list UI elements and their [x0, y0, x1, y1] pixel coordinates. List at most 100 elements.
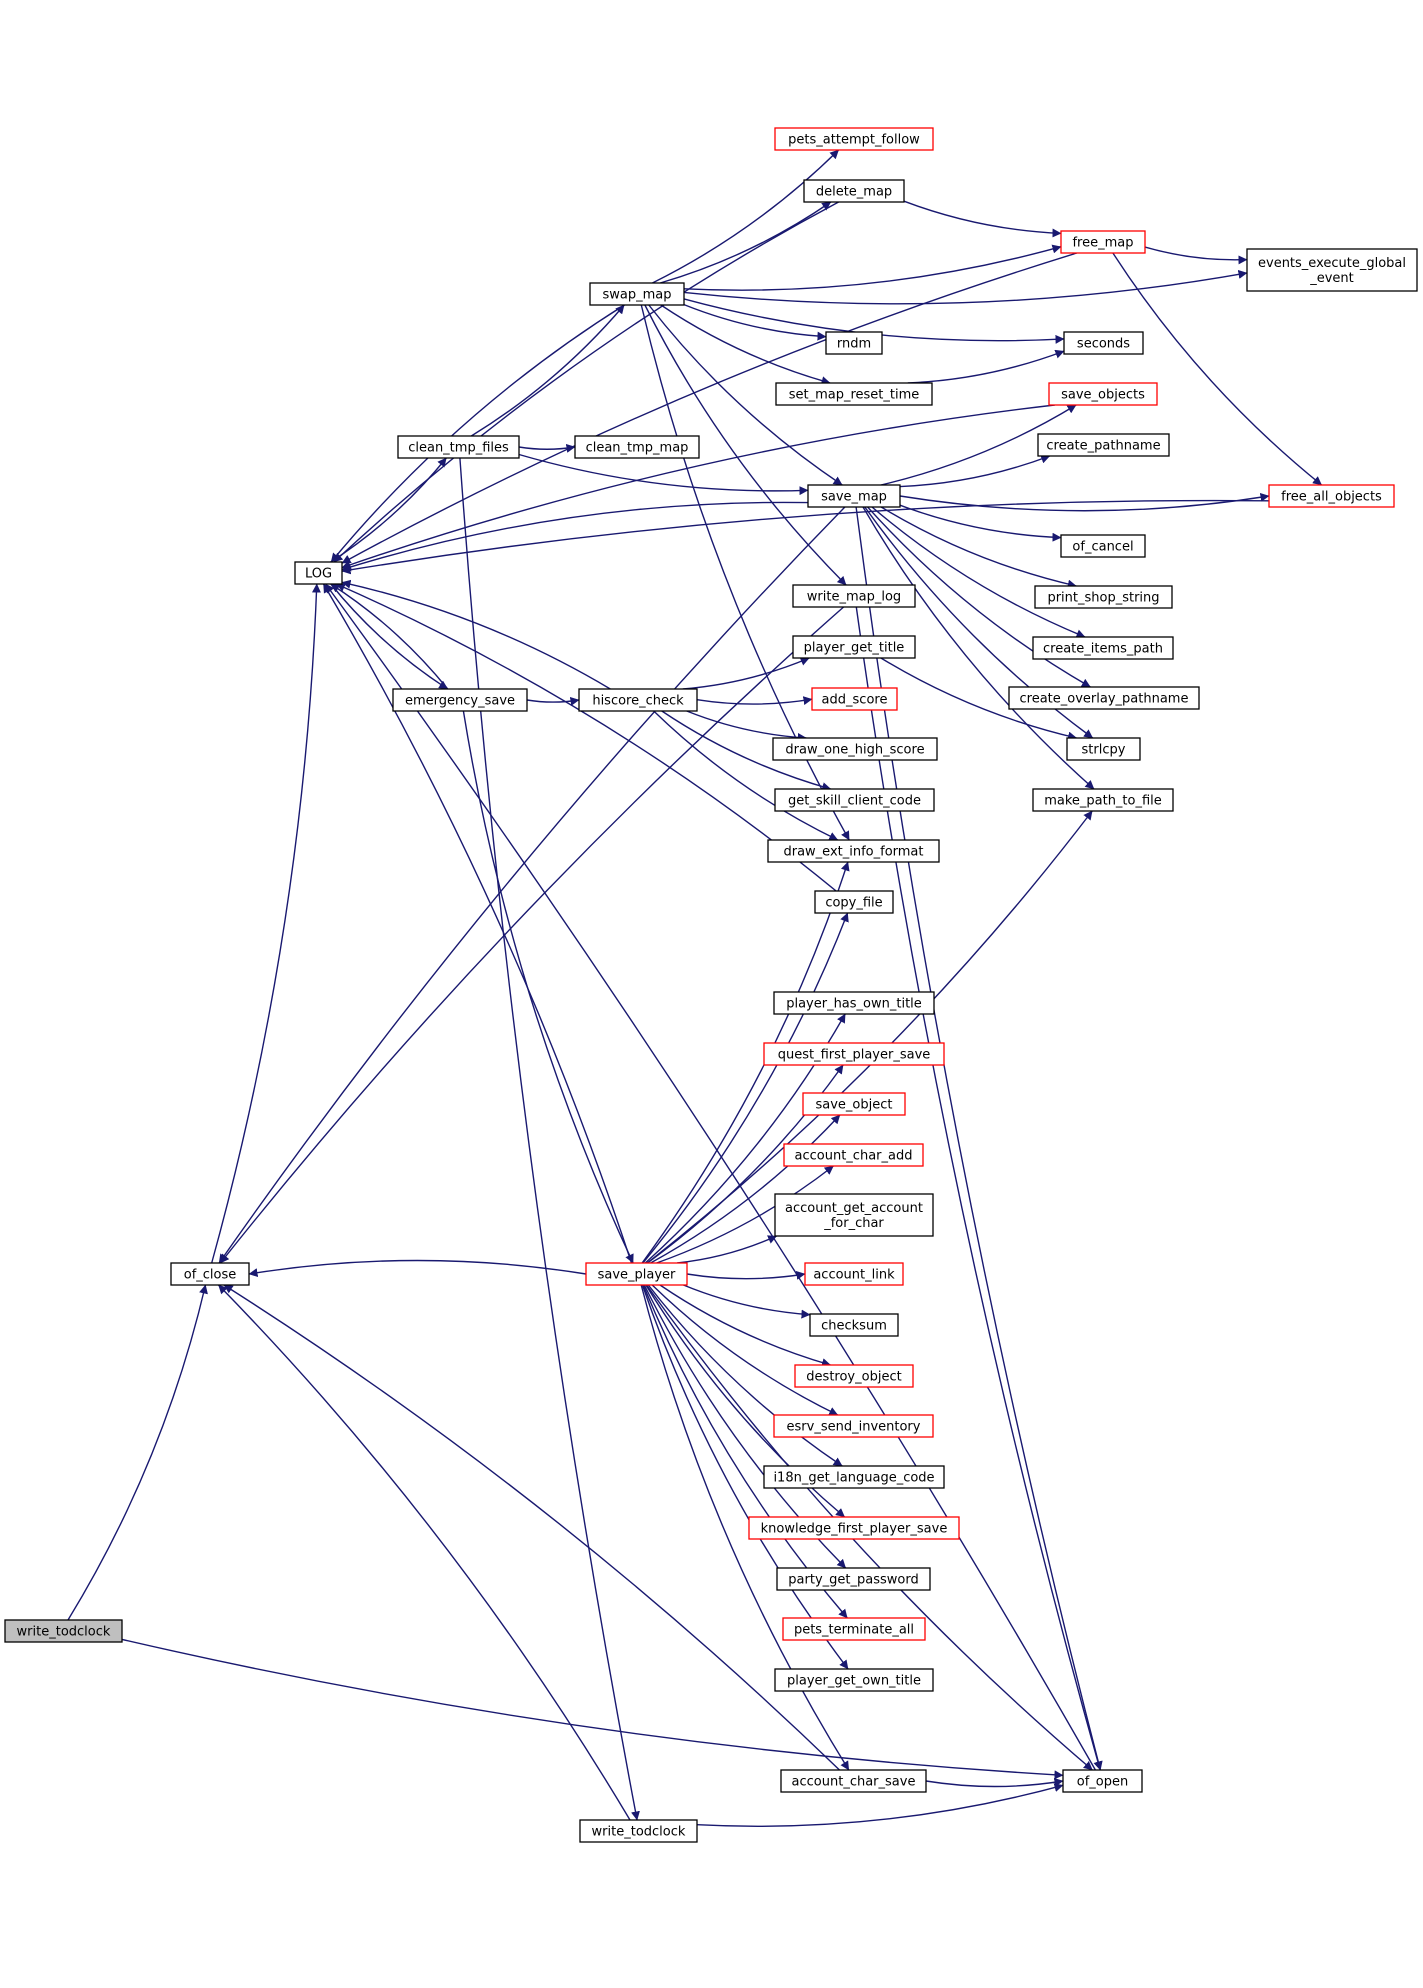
node-save_map[interactable]: save_map: [807, 484, 901, 508]
node-i18n_get_language_code[interactable]: i18n_get_language_code: [763, 1465, 945, 1489]
node-make_path_to_file[interactable]: make_path_to_file: [1032, 788, 1174, 812]
node-events_execute_global_event[interactable]: events_execute_global_event: [1246, 248, 1418, 292]
node-create_items_path[interactable]: create_items_path: [1032, 636, 1174, 660]
node-box[interactable]: [574, 435, 700, 459]
node-free_map[interactable]: free_map: [1060, 230, 1146, 254]
node-box[interactable]: [1037, 433, 1170, 457]
node-add_score[interactable]: add_score: [811, 687, 898, 711]
node-box[interactable]: [809, 1313, 899, 1337]
node-party_get_password[interactable]: party_get_password: [776, 1567, 931, 1591]
node-copy_file[interactable]: copy_file: [814, 890, 894, 914]
node-quest_first_player_save[interactable]: quest_first_player_save: [763, 1042, 945, 1066]
node-box[interactable]: [1246, 248, 1418, 292]
node-of_close[interactable]: of_close: [170, 1262, 250, 1286]
node-box[interactable]: [1063, 331, 1144, 355]
node-pets_terminate_all[interactable]: pets_terminate_all: [782, 1617, 926, 1641]
node-box[interactable]: [748, 1516, 960, 1540]
node-write_todclock_root[interactable]: write_todclock: [4, 1619, 123, 1643]
node-save_object[interactable]: save_object: [802, 1092, 906, 1116]
node-box[interactable]: [807, 484, 901, 508]
node-clean_tmp_map[interactable]: clean_tmp_map: [574, 435, 700, 459]
node-delete_map[interactable]: delete_map: [803, 179, 905, 203]
node-box[interactable]: [579, 1819, 698, 1843]
node-destroy_object[interactable]: destroy_object: [794, 1364, 914, 1388]
node-box[interactable]: [773, 1414, 934, 1438]
node-box[interactable]: [1048, 382, 1158, 406]
node-box[interactable]: [825, 331, 883, 355]
node-get_skill_client_code[interactable]: get_skill_client_code: [774, 788, 935, 812]
node-free_all_objects[interactable]: free_all_objects: [1268, 484, 1395, 508]
node-player_get_own_title[interactable]: player_get_own_title: [774, 1668, 934, 1692]
node-pets_attempt_follow[interactable]: pets_attempt_follow: [774, 127, 934, 151]
node-box[interactable]: [294, 561, 343, 585]
node-box[interactable]: [763, 1042, 945, 1066]
node-create_overlay_pathname[interactable]: create_overlay_pathname: [1008, 686, 1200, 710]
node-box[interactable]: [774, 1668, 934, 1692]
node-strlcpy[interactable]: strlcpy: [1066, 737, 1141, 761]
node-swap_map[interactable]: swap_map: [589, 282, 685, 306]
node-write_map_log[interactable]: write_map_log: [792, 584, 916, 608]
node-save_player[interactable]: save_player: [585, 1262, 688, 1286]
node-box[interactable]: [774, 127, 934, 151]
node-box[interactable]: [802, 1092, 906, 1116]
node-checksum[interactable]: checksum: [809, 1313, 899, 1337]
node-box[interactable]: [775, 382, 933, 406]
node-box[interactable]: [170, 1262, 250, 1286]
node-clean_tmp_files[interactable]: clean_tmp_files: [397, 435, 520, 459]
node-rndm[interactable]: rndm: [825, 331, 883, 355]
node-player_has_own_title[interactable]: player_has_own_title: [773, 991, 935, 1015]
node-box[interactable]: [1062, 1769, 1143, 1793]
node-box[interactable]: [776, 1567, 931, 1591]
node-player_get_title[interactable]: player_get_title: [792, 635, 916, 659]
node-account_get_account_for_char[interactable]: account_get_account_for_char: [774, 1193, 934, 1237]
node-draw_one_high_score[interactable]: draw_one_high_score: [772, 737, 938, 761]
node-write_todclock[interactable]: write_todclock: [579, 1819, 698, 1843]
node-box[interactable]: [774, 1193, 934, 1237]
node-box[interactable]: [803, 179, 905, 203]
node-box[interactable]: [782, 1617, 926, 1641]
node-emergency_save[interactable]: emergency_save: [392, 688, 528, 712]
node-knowledge_first_player_save[interactable]: knowledge_first_player_save: [748, 1516, 960, 1540]
node-box[interactable]: [794, 1364, 914, 1388]
node-LOG[interactable]: LOG: [294, 561, 343, 585]
node-box[interactable]: [4, 1619, 123, 1643]
node-account_char_add[interactable]: account_char_add: [783, 1143, 924, 1167]
node-box[interactable]: [1066, 737, 1141, 761]
node-box[interactable]: [392, 688, 528, 712]
node-box[interactable]: [773, 991, 935, 1015]
node-seconds[interactable]: seconds: [1063, 331, 1144, 355]
node-set_map_reset_time[interactable]: set_map_reset_time: [775, 382, 933, 406]
node-box[interactable]: [814, 890, 894, 914]
node-box[interactable]: [578, 688, 698, 712]
node-box[interactable]: [585, 1262, 688, 1286]
node-of_cancel[interactable]: of_cancel: [1060, 534, 1146, 558]
node-box[interactable]: [763, 1465, 945, 1489]
node-box[interactable]: [783, 1143, 924, 1167]
node-print_shop_string[interactable]: print_shop_string: [1034, 585, 1173, 609]
node-hiscore_check[interactable]: hiscore_check: [578, 688, 698, 712]
node-account_char_save[interactable]: account_char_save: [780, 1769, 927, 1793]
node-box[interactable]: [811, 687, 898, 711]
node-box[interactable]: [774, 788, 935, 812]
node-box[interactable]: [804, 1262, 904, 1286]
node-box[interactable]: [1060, 534, 1146, 558]
node-of_open[interactable]: of_open: [1062, 1769, 1143, 1793]
node-box[interactable]: [589, 282, 685, 306]
node-draw_ext_info_format[interactable]: draw_ext_info_format: [767, 839, 940, 863]
node-box[interactable]: [1268, 484, 1395, 508]
node-box[interactable]: [780, 1769, 927, 1793]
node-box[interactable]: [1060, 230, 1146, 254]
node-box[interactable]: [1032, 788, 1174, 812]
node-box[interactable]: [792, 584, 916, 608]
node-box[interactable]: [397, 435, 520, 459]
node-save_objects[interactable]: save_objects: [1048, 382, 1158, 406]
node-box[interactable]: [1032, 636, 1174, 660]
node-box[interactable]: [772, 737, 938, 761]
node-account_link[interactable]: account_link: [804, 1262, 904, 1286]
node-box[interactable]: [792, 635, 916, 659]
node-esrv_send_inventory[interactable]: esrv_send_inventory: [773, 1414, 934, 1438]
node-box[interactable]: [767, 839, 940, 863]
node-box[interactable]: [1034, 585, 1173, 609]
node-create_pathname[interactable]: create_pathname: [1037, 433, 1170, 457]
node-box[interactable]: [1008, 686, 1200, 710]
